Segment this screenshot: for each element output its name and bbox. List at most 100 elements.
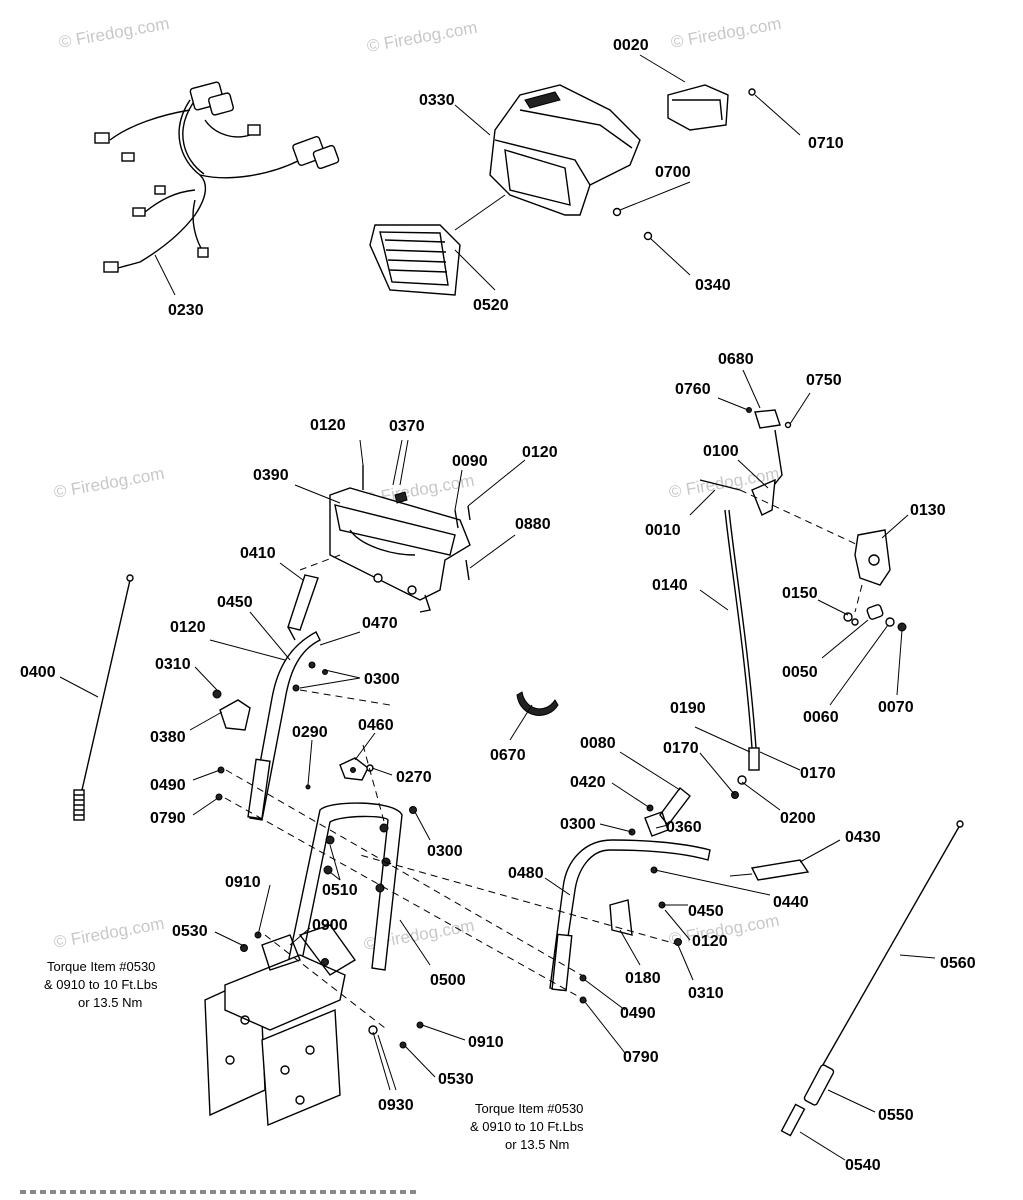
callout-0760: 0760: [675, 381, 711, 398]
lower-handle-0500: [286, 802, 403, 971]
callout-0930: 0930: [378, 1097, 414, 1114]
callout-0120: 0120: [692, 933, 728, 950]
callout-0550: 0550: [878, 1107, 914, 1124]
callout-0530: 0530: [438, 1071, 474, 1088]
spacers-0150-0060: [843, 604, 907, 632]
callout-0460: 0460: [358, 717, 394, 734]
upper-handle-right-0480: [549, 839, 711, 992]
bracket-0020: [667, 84, 729, 131]
callout-0430: 0430: [845, 829, 881, 846]
footer-divider: [20, 1190, 420, 1194]
leader-lines: [59, 54, 936, 1161]
callout-0100: 0100: [703, 443, 739, 460]
callout-0680: 0680: [718, 351, 754, 368]
callout-0270: 0270: [396, 769, 432, 786]
callout-0540: 0540: [845, 1157, 881, 1174]
headlight-lens-0520: [369, 224, 461, 296]
callout-0520: 0520: [473, 297, 509, 314]
wiring-harness-0230: [94, 81, 340, 273]
grip-0430: [729, 859, 810, 881]
watermark: © Firedog.com: [57, 14, 170, 52]
callout-0420: 0420: [570, 774, 606, 791]
callout-0370: 0370: [389, 418, 425, 435]
watermark: © Firedog.com: [52, 914, 165, 952]
callout-0170: 0170: [663, 740, 699, 757]
callout-0300: 0300: [427, 843, 463, 860]
callout-0060: 0060: [803, 709, 839, 726]
bracket-0180: [609, 899, 633, 936]
callout-0490: 0490: [620, 1005, 656, 1022]
callout-0670: 0670: [490, 747, 526, 764]
callout-0120: 0120: [522, 444, 558, 461]
callout-0560: 0560: [940, 955, 976, 972]
callout-0790: 0790: [150, 810, 186, 827]
watermark: © Firedog.com: [52, 464, 165, 502]
base-plate-assembly: [204, 924, 357, 1127]
callout-0120: 0120: [310, 417, 346, 434]
link-0100: [699, 429, 783, 516]
callout-0300: 0300: [364, 671, 400, 688]
bracket-0460: [339, 757, 374, 781]
callout-0070: 0070: [878, 699, 914, 716]
watermark: © Firedog.com: [669, 14, 782, 52]
callout-0020: 0020: [613, 37, 649, 54]
callout-0310: 0310: [688, 985, 724, 1002]
callout-0750: 0750: [806, 372, 842, 389]
callout-0910: 0910: [225, 874, 261, 891]
callout-0440: 0440: [773, 894, 809, 911]
callout-0510: 0510: [322, 882, 358, 899]
torque-note-bottom: Torque Item #0530 & 0910 to 10 Ft.Lbs or…: [470, 1101, 584, 1152]
callout-0480: 0480: [508, 865, 544, 882]
callout-0450: 0450: [217, 594, 253, 611]
callout-0150: 0150: [782, 585, 818, 602]
callout-0310: 0310: [155, 656, 191, 673]
callout-0380: 0380: [150, 729, 186, 746]
callout-0530: 0530: [172, 923, 208, 940]
callout-0700: 0700: [655, 164, 691, 181]
cable-0560: [780, 820, 964, 1137]
fasteners-top: [612, 88, 756, 241]
callout-0090: 0090: [452, 453, 488, 470]
torque-note-line: or 13.5 Nm: [505, 1137, 569, 1152]
torque-note-line: Torque Item #0530: [47, 959, 155, 974]
torque-note-left: Torque Item #0530 & 0910 to 10 Ft.Lbs or…: [44, 959, 158, 1010]
callout-0400: 0400: [20, 664, 56, 681]
callout-0050: 0050: [782, 664, 818, 681]
callout-0330: 0330: [419, 92, 455, 109]
callout-0230: 0230: [168, 302, 204, 319]
callout-0130: 0130: [910, 502, 946, 519]
bracket-0380: [212, 689, 251, 731]
callout-0360: 0360: [666, 819, 702, 836]
headlight-housing-0330: [489, 84, 641, 216]
callout-labels: 0020 0330 0710 0700 0340 0520 0230 0680 …: [20, 37, 976, 1174]
control-panel-0390: [329, 465, 471, 613]
torque-note-line: & 0910 to 10 Ft.Lbs: [44, 977, 158, 992]
cable-0400: [73, 574, 134, 821]
clip-0670: [516, 691, 559, 716]
callout-0290: 0290: [292, 724, 328, 741]
callout-0300: 0300: [560, 816, 596, 833]
bracket-0130: [854, 529, 891, 586]
callout-0190: 0190: [670, 700, 706, 717]
callout-0910: 0910: [468, 1034, 504, 1051]
callout-0470: 0470: [362, 615, 398, 632]
callout-0900: 0900: [312, 917, 348, 934]
callout-0880: 0880: [515, 516, 551, 533]
callout-0790: 0790: [623, 1049, 659, 1066]
callout-0390: 0390: [253, 467, 289, 484]
rod-0140: [724, 509, 760, 785]
callout-0010: 0010: [645, 522, 681, 539]
callout-0500: 0500: [430, 972, 466, 989]
watermark: © Firedog.com: [365, 18, 478, 56]
handle-grip-0410: [287, 574, 319, 641]
callout-0410: 0410: [240, 545, 276, 562]
callout-0200: 0200: [780, 810, 816, 827]
callout-0490: 0490: [150, 777, 186, 794]
torque-note-line: & 0910 to 10 Ft.Lbs: [470, 1119, 584, 1134]
callout-0180: 0180: [625, 970, 661, 987]
callout-0450: 0450: [688, 903, 724, 920]
callout-0170: 0170: [800, 765, 836, 782]
callout-0140: 0140: [652, 577, 688, 594]
callout-0710: 0710: [808, 135, 844, 152]
